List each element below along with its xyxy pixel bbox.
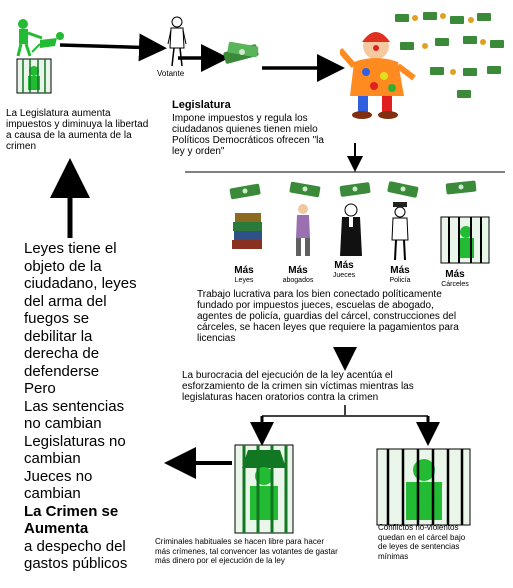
conflictos-text: Conflictos no-violentos quedan en el cár… (378, 523, 466, 561)
mas-abogados-label: Más (288, 265, 308, 276)
big-line: Pero (24, 380, 56, 397)
voter-figure-icon (166, 16, 188, 68)
big-line: Legislaturas no (24, 432, 126, 450)
big-line: del arma del (24, 292, 107, 310)
sub-policia-label: Policía (389, 277, 411, 284)
big-line: Las sentencias (24, 397, 125, 415)
big-line: defenderse (24, 362, 100, 380)
prison-bars-icon (376, 448, 471, 526)
criminales-text: Criminales habituales se hacen libre par… (155, 537, 338, 565)
money-row-icons (229, 180, 477, 200)
legislatura-title: Legislatura (172, 99, 231, 111)
big-line: fuegos se (24, 310, 90, 327)
big-bold-line: La Crimen se (24, 502, 119, 520)
sub-leyes-label: Leyes (234, 277, 254, 284)
mas-leyes-label: Más (234, 265, 254, 276)
sub-jueces-label: Jueces (332, 272, 356, 279)
arrow-criminal-to-voter (59, 33, 167, 62)
big-line: objeto de la (24, 257, 102, 275)
mas-carceles-label: Más (445, 269, 465, 280)
burocracia-text: La burocracia del ejecución de la ley ac… (182, 370, 414, 403)
jail-cell-icon (16, 58, 52, 94)
big-left-text: Leyes tiene el objeto de la ciudadano, l… (24, 240, 174, 573)
big-line: debilitar la (24, 327, 93, 345)
big-bold-line: Aumenta (24, 520, 89, 537)
jail-cell-icon (234, 444, 294, 534)
criminal-mugging-icon (10, 18, 68, 58)
prison-bars-icon (440, 216, 490, 264)
legislatura-body: Impone impuestos y regula los ciudadanos… (172, 113, 324, 157)
left-top-text: La Legislatura aumenta impuestos y dimin… (6, 108, 149, 152)
clown-politician-icon (340, 28, 420, 120)
sub-abogados-label: abogados (282, 277, 314, 284)
mas-policia-label: Más (390, 265, 410, 276)
trabajo-text: Trabajo lucrativa para los bien conectad… (197, 289, 459, 344)
big-line: no cambian (24, 415, 102, 432)
big-line: a despecho del (24, 537, 126, 555)
lawyer-figure-icon (290, 202, 316, 258)
big-line: cambian (24, 450, 81, 467)
big-line: gastos públicos (24, 555, 128, 572)
big-line: Leyes tiene el (24, 240, 117, 257)
flying-money-icons (395, 12, 504, 98)
money-stack-icon (222, 40, 262, 66)
big-line: Jueces no (24, 467, 93, 485)
mas-jueces-label: Más (334, 260, 354, 271)
police-figure-icon (388, 202, 412, 262)
law-books-icon (230, 210, 264, 252)
voter-label: Votante (157, 69, 185, 78)
big-line: derecha de (24, 345, 100, 362)
big-line: cambian (24, 485, 81, 502)
judge-figure-icon (338, 202, 364, 258)
sub-carceles-label: Cárceles (441, 281, 469, 288)
big-line: ciudadano, leyes (24, 275, 137, 292)
